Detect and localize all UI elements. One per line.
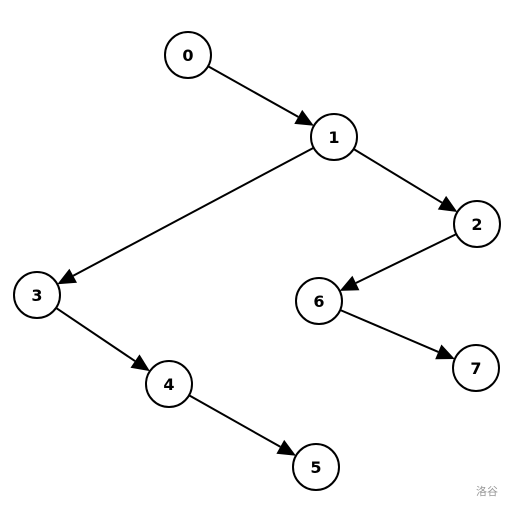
- arrowhead-3-4: [130, 354, 150, 372]
- node-circle-4: [145, 360, 193, 408]
- arrowhead-6-7: [435, 344, 455, 360]
- edge-4-5: [188, 394, 281, 448]
- node-label-7: 7: [470, 359, 481, 378]
- nodes-layer: 0 1 2 3 4 5 6 7: [13, 31, 501, 491]
- node-4: 4: [145, 360, 193, 408]
- node-circle-6: [295, 277, 343, 325]
- edge-0-1: [207, 65, 299, 118]
- watermark-text: 洛谷: [476, 485, 498, 498]
- node-circle-2: [453, 200, 501, 248]
- edge-1-3: [72, 146, 315, 277]
- node-circle-0: [164, 31, 212, 79]
- node-circle-3: [13, 271, 61, 319]
- edge-6-7: [339, 309, 439, 353]
- arrowhead-1-2: [437, 195, 458, 212]
- node-circle-1: [310, 113, 358, 161]
- node-1: 1: [310, 113, 358, 161]
- node-label-5: 5: [310, 458, 321, 477]
- node-6: 6: [295, 277, 343, 325]
- arrowhead-0-1: [294, 109, 314, 126]
- node-5: 5: [292, 443, 340, 491]
- node-label-6: 6: [313, 292, 324, 311]
- edge-2-6: [355, 233, 457, 284]
- edge-3-4: [55, 307, 136, 362]
- node-label-4: 4: [163, 375, 174, 394]
- node-label-2: 2: [471, 215, 482, 234]
- node-label-1: 1: [328, 128, 339, 147]
- node-label-0: 0: [182, 46, 193, 65]
- node-circle-5: [292, 443, 340, 491]
- node-label-3: 3: [31, 286, 42, 305]
- edge-1-2: [353, 148, 443, 204]
- arrowhead-4-5: [276, 439, 296, 456]
- arrowhead-2-6: [339, 275, 360, 291]
- node-7: 7: [452, 344, 500, 392]
- node-circle-7: [452, 344, 500, 392]
- node-3: 3: [13, 271, 61, 319]
- edges-layer: [55, 65, 458, 456]
- node-0: 0: [164, 31, 212, 79]
- node-2: 2: [453, 200, 501, 248]
- arrowhead-1-3: [57, 268, 77, 285]
